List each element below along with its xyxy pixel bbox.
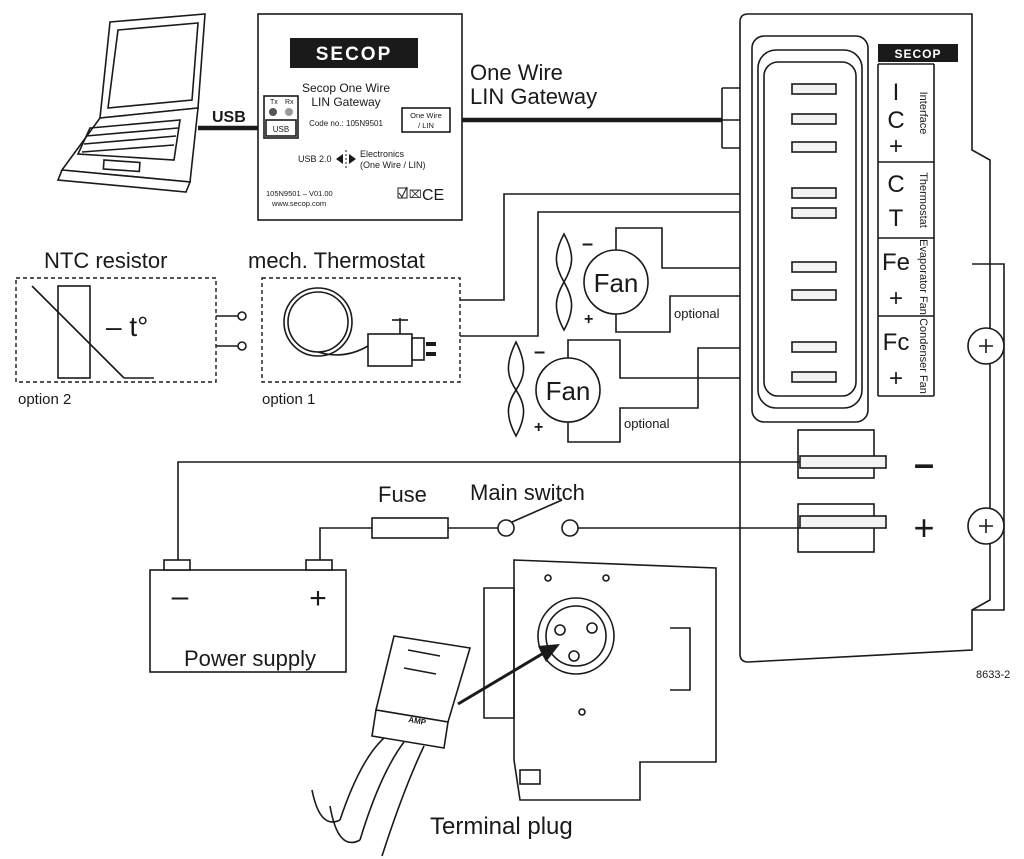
group-label-interface: Interface [917, 92, 929, 135]
fuse-label: Fuse [378, 482, 427, 507]
main-switch-contact [497, 519, 515, 537]
laptop-illustration [56, 13, 206, 193]
fan-1-label: Fan [594, 268, 639, 298]
gateway-tx-label: Tx [270, 99, 278, 106]
thermostat-icon [283, 287, 436, 367]
pin-label-condenser-f: Fc [883, 329, 910, 356]
fan-2-label: Fan [546, 376, 591, 406]
pin-label-evaporator-f: Fe [882, 249, 910, 276]
controller-minus: – [914, 443, 934, 484]
thermostat-option-label: option 1 [262, 391, 315, 408]
tx-led-icon [269, 108, 277, 116]
usb-link-label: USB [212, 109, 246, 126]
figure-code: 8633-2 [976, 669, 1010, 681]
gateway-caption-line1: One Wire [470, 60, 563, 85]
gateway-title-line1: Secop One Wire [302, 81, 390, 95]
group-label-condenser-fan: Condenser Fan [917, 318, 929, 394]
gateway-usb-version: USB 2.0 [298, 154, 332, 164]
power-supply-battery: – + Power supply [149, 559, 347, 673]
condenser-fan: Fan – + [507, 340, 601, 438]
insert-arrow-icon [538, 644, 560, 662]
gateway-usb-port-label: USB [273, 125, 289, 134]
gateway-title-line2: LIN Gateway [311, 95, 380, 109]
gateway-rx-label: Rx [285, 99, 294, 106]
fan-blade-icon [507, 340, 525, 438]
ntc-option-label: option 2 [18, 391, 71, 408]
gateway-onewire-port-line2: / LIN [418, 121, 434, 130]
rx-led-icon [285, 108, 293, 116]
terminal-plug-connector: AMP [311, 635, 472, 857]
pin-label-interface-c: C [887, 107, 904, 134]
thermostat-dashed-box [261, 277, 461, 383]
ntc-dashed-box [15, 277, 217, 383]
group-label-evaporator-fan: Evaporator Fan [917, 239, 929, 315]
ntc-resistor-icon [57, 285, 91, 379]
main-switch-label: Main switch [470, 480, 585, 505]
weee-bin-icon: ⌧ [409, 188, 422, 201]
pin-label-thermostat-t: T [889, 205, 904, 232]
gateway-code: Code no.: 105N9501 [309, 119, 383, 128]
ntc-title: NTC resistor [44, 248, 167, 273]
terminal-socket-plate [483, 559, 717, 801]
fan-1-plus: + [584, 311, 593, 328]
pin-label-evaporator-plus: + [889, 285, 903, 312]
gateway-box: SECOP Secop One Wire LIN Gateway Code no… [257, 13, 463, 221]
gateway-brand-logo [290, 38, 418, 68]
pin-label-interface-i: I [893, 79, 900, 106]
gateway-electronics-line2: (One Wire / LIN) [360, 160, 426, 170]
gateway-electronics-line1: Electronics [360, 149, 405, 159]
fan-1-note: optional [674, 306, 720, 321]
thermostat-title: mech. Thermostat [248, 248, 425, 273]
controller-brand-logo [878, 44, 958, 62]
main-switch-contact [561, 519, 579, 537]
evaporator-fan: Fan – + [555, 232, 649, 332]
plug-brand: AMP [408, 715, 428, 727]
group-label-thermostat: Thermostat [917, 172, 929, 228]
battery-plus: + [309, 582, 327, 615]
terminal-plug-label: Terminal plug [430, 813, 573, 840]
checkbox-mark-icon [397, 187, 408, 199]
fan-2-note: optional [624, 416, 670, 431]
fan-blade-icon [555, 232, 573, 332]
fan-2-minus: – [534, 341, 545, 363]
pin-label-condenser-plus: + [889, 365, 903, 392]
gateway-caption-line2: LIN Gateway [470, 84, 597, 109]
controller-plus: + [913, 507, 934, 548]
fan-1-minus: – [582, 233, 593, 255]
battery-minus: – [172, 580, 189, 613]
fuse-icon [371, 517, 449, 539]
controller-unit: SECOP I C + Interface C T Thermostat Fe … [739, 13, 1005, 663]
gateway-website: www.secop.com [271, 199, 326, 208]
gateway-version: 105N9501 – V01.00 [266, 189, 333, 198]
gateway-brand-text: SECOP [316, 44, 393, 65]
connector-pins [791, 83, 837, 383]
bidirectional-arrow-icon [336, 150, 356, 168]
pin-label-thermostat-c: C [887, 171, 904, 198]
gateway-ce-mark: CE [422, 187, 444, 204]
gateway-onewire-port-line1: One Wire [410, 111, 442, 120]
ntc-symbol: – t° [106, 311, 148, 342]
power-supply-label: Power supply [184, 646, 316, 671]
pin-label-interface-plus: + [889, 133, 903, 160]
fan-2-plus: + [534, 419, 543, 436]
controller-brand-text: SECOP [894, 47, 941, 61]
